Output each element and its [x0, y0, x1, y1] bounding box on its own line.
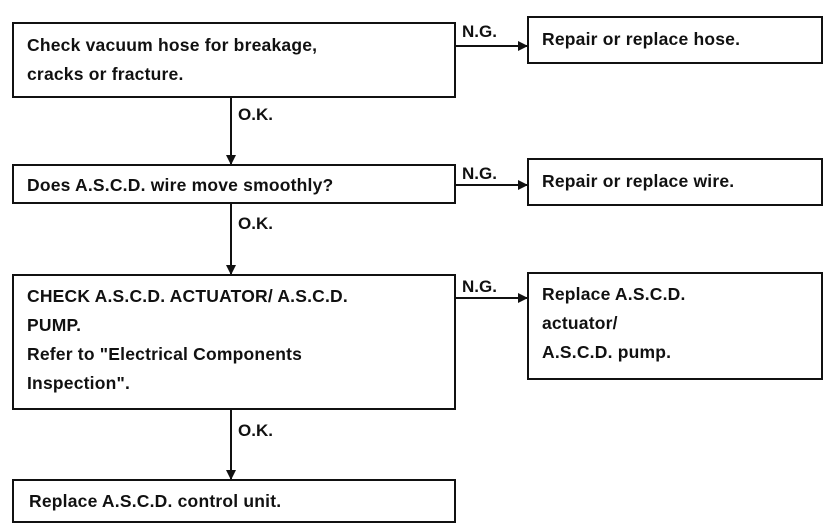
ok-label: O.K. — [238, 105, 273, 124]
ok-label: O.K. — [238, 421, 273, 440]
ng-label: N.G. — [462, 277, 497, 296]
final-text: Replace A.S.C.D. control unit. — [29, 491, 282, 511]
check-box-actuator-pump: CHECK A.S.C.D. ACTUATOR/ A.S.C.D. PUMP. … — [12, 274, 456, 410]
check-box-ascd-wire: Does A.S.C.D. wire move smoothly? — [12, 164, 456, 204]
ok-label: O.K. — [238, 214, 273, 233]
remedy-text: Replace A.S.C.D. actuator/ A.S.C.D. pump… — [542, 284, 686, 362]
check-text: Check vacuum hose for breakage, cracks o… — [27, 35, 318, 84]
remedy-text: Repair or replace wire. — [542, 171, 735, 191]
check-text: Does A.S.C.D. wire move smoothly? — [27, 175, 334, 195]
ng-label: N.G. — [462, 22, 497, 41]
remedy-box-hose: Repair or replace hose. — [527, 16, 823, 64]
remedy-box-wire: Repair or replace wire. — [527, 158, 823, 206]
check-text: CHECK A.S.C.D. ACTUATOR/ A.S.C.D. PUMP. … — [27, 286, 348, 393]
remedy-box-actuator-pump: Replace A.S.C.D. actuator/ A.S.C.D. pump… — [527, 272, 823, 380]
ng-label: N.G. — [462, 164, 497, 183]
final-box-control-unit: Replace A.S.C.D. control unit. — [12, 479, 456, 523]
check-box-vacuum-hose: Check vacuum hose for breakage, cracks o… — [12, 22, 456, 98]
remedy-text: Repair or replace hose. — [542, 29, 741, 49]
